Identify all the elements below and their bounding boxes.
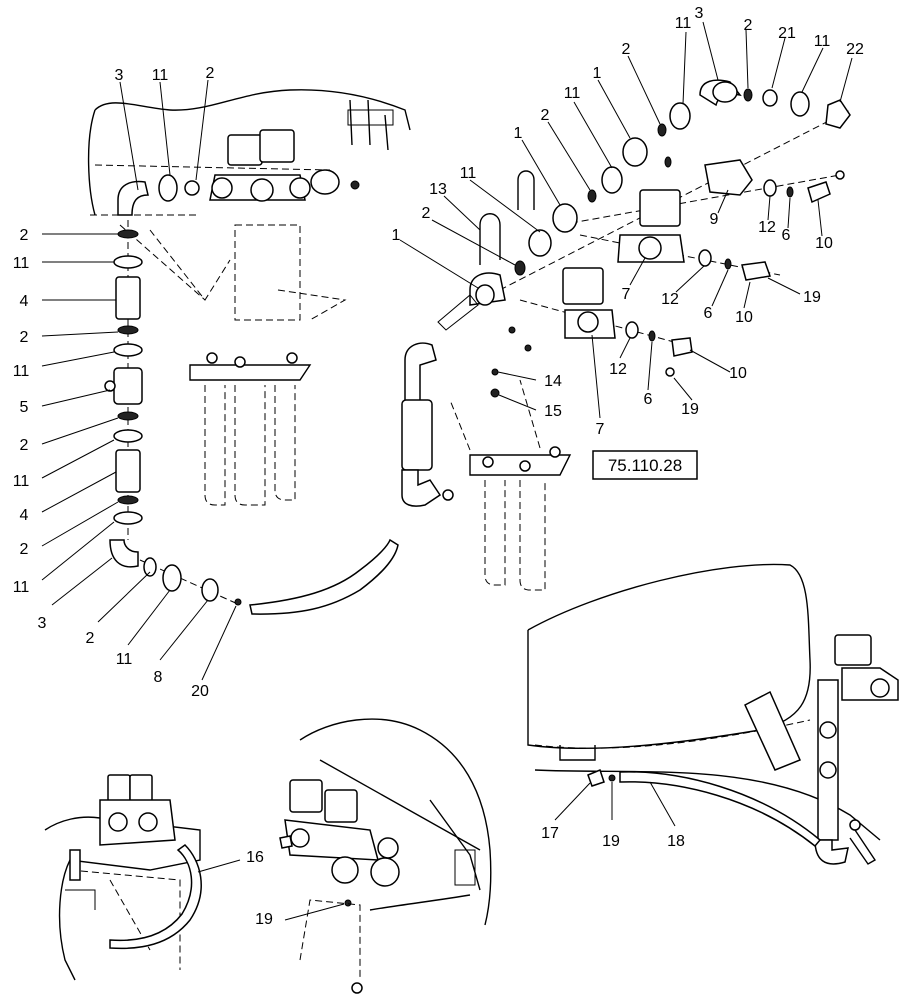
callout: 2: [86, 630, 95, 647]
callout-labels: 3 11 2 2 11 4 2 11 5 2 11 4 2 11 3 2 11 …: [13, 5, 864, 928]
callout: 11: [13, 255, 30, 272]
callout: 2: [422, 205, 431, 222]
callout: 16: [246, 849, 264, 866]
callout: 6: [782, 227, 791, 244]
callout: 11: [564, 85, 581, 102]
callout: 8: [154, 669, 163, 686]
valve-actuator-icon: [289, 779, 323, 813]
valve-actuator-left: [227, 134, 263, 166]
callout: 19: [602, 833, 620, 850]
valve-actuator-icon: [834, 634, 872, 666]
callout: 2: [20, 329, 29, 346]
callout: 21: [778, 25, 796, 42]
right-callout-lines: [399, 21, 853, 419]
elbow-icon: [117, 180, 149, 216]
valve-actuator-icon: [324, 789, 358, 823]
callout: 7: [622, 286, 631, 303]
callout: 2: [20, 541, 29, 558]
hose-icon: [109, 844, 202, 950]
callout: 2: [20, 437, 29, 454]
callout: 11: [675, 15, 692, 32]
strainer-icon: [704, 159, 753, 196]
left-exploded-column: [104, 220, 399, 615]
callout: 5: [20, 399, 29, 416]
reference-box: [592, 450, 698, 480]
bottom-left-assembly: [44, 774, 241, 981]
callout: 2: [20, 227, 29, 244]
callout: 10: [815, 235, 833, 252]
callout: 12: [609, 361, 627, 378]
callout: 13: [429, 181, 447, 198]
valve-actuator-icon: [639, 189, 681, 227]
callout: 17: [541, 825, 559, 842]
reference-box-label: 75.110.28: [608, 456, 682, 475]
tube-icon: [115, 276, 141, 320]
callout: 11: [13, 363, 30, 380]
callout: 11: [13, 579, 30, 596]
callout: 2: [206, 65, 215, 82]
bracket-strap-icon: [744, 690, 801, 771]
hose-icon: [249, 538, 399, 615]
callout: 2: [622, 41, 631, 58]
valve-actuator-icon: [562, 267, 604, 305]
callout: 2: [744, 17, 753, 34]
callout: 4: [20, 293, 29, 310]
gasket-icon: [117, 229, 139, 239]
tee-fitting-icon: [113, 367, 143, 405]
callout: 2: [541, 107, 550, 124]
callout: 18: [667, 833, 685, 850]
callout: 11: [460, 165, 477, 182]
callout: 15: [544, 403, 562, 420]
callout: 3: [38, 615, 47, 632]
clamp-ring-icon: [113, 255, 143, 269]
left-callout-lines: [41, 79, 237, 681]
callout: 3: [695, 5, 704, 22]
callout: 19: [681, 401, 699, 418]
callout: 9: [710, 211, 719, 228]
callout: 14: [544, 373, 562, 390]
end-cap-icon: [825, 99, 851, 129]
bottom-right-assembly: [527, 563, 899, 865]
callout: 11: [116, 651, 133, 668]
callout: 4: [20, 507, 29, 524]
hose-icon: [619, 771, 822, 848]
right-exploded-assembly: [401, 79, 851, 591]
callout: 6: [644, 391, 653, 408]
callout: 11: [814, 33, 831, 50]
callout: 10: [729, 365, 747, 382]
callout: 11: [152, 67, 169, 84]
elbow-icon: [109, 539, 139, 568]
callout: 1: [514, 125, 523, 142]
callout: 12: [661, 291, 679, 308]
callout: 1: [392, 227, 401, 244]
callout: 22: [846, 41, 864, 58]
callout: 11: [13, 473, 30, 490]
bottom-middle-assembly: [279, 718, 492, 994]
callout: 7: [596, 421, 605, 438]
callout: 19: [803, 289, 821, 306]
callout: 6: [704, 305, 713, 322]
callout: 20: [191, 683, 209, 700]
callout: 19: [255, 911, 273, 928]
valve-actuator-right: [259, 129, 295, 163]
top-left-assembly: [87, 89, 411, 506]
callout: 1: [593, 65, 602, 82]
callout: 10: [735, 309, 753, 326]
callout: 3: [115, 67, 124, 84]
callout: 12: [758, 219, 776, 236]
